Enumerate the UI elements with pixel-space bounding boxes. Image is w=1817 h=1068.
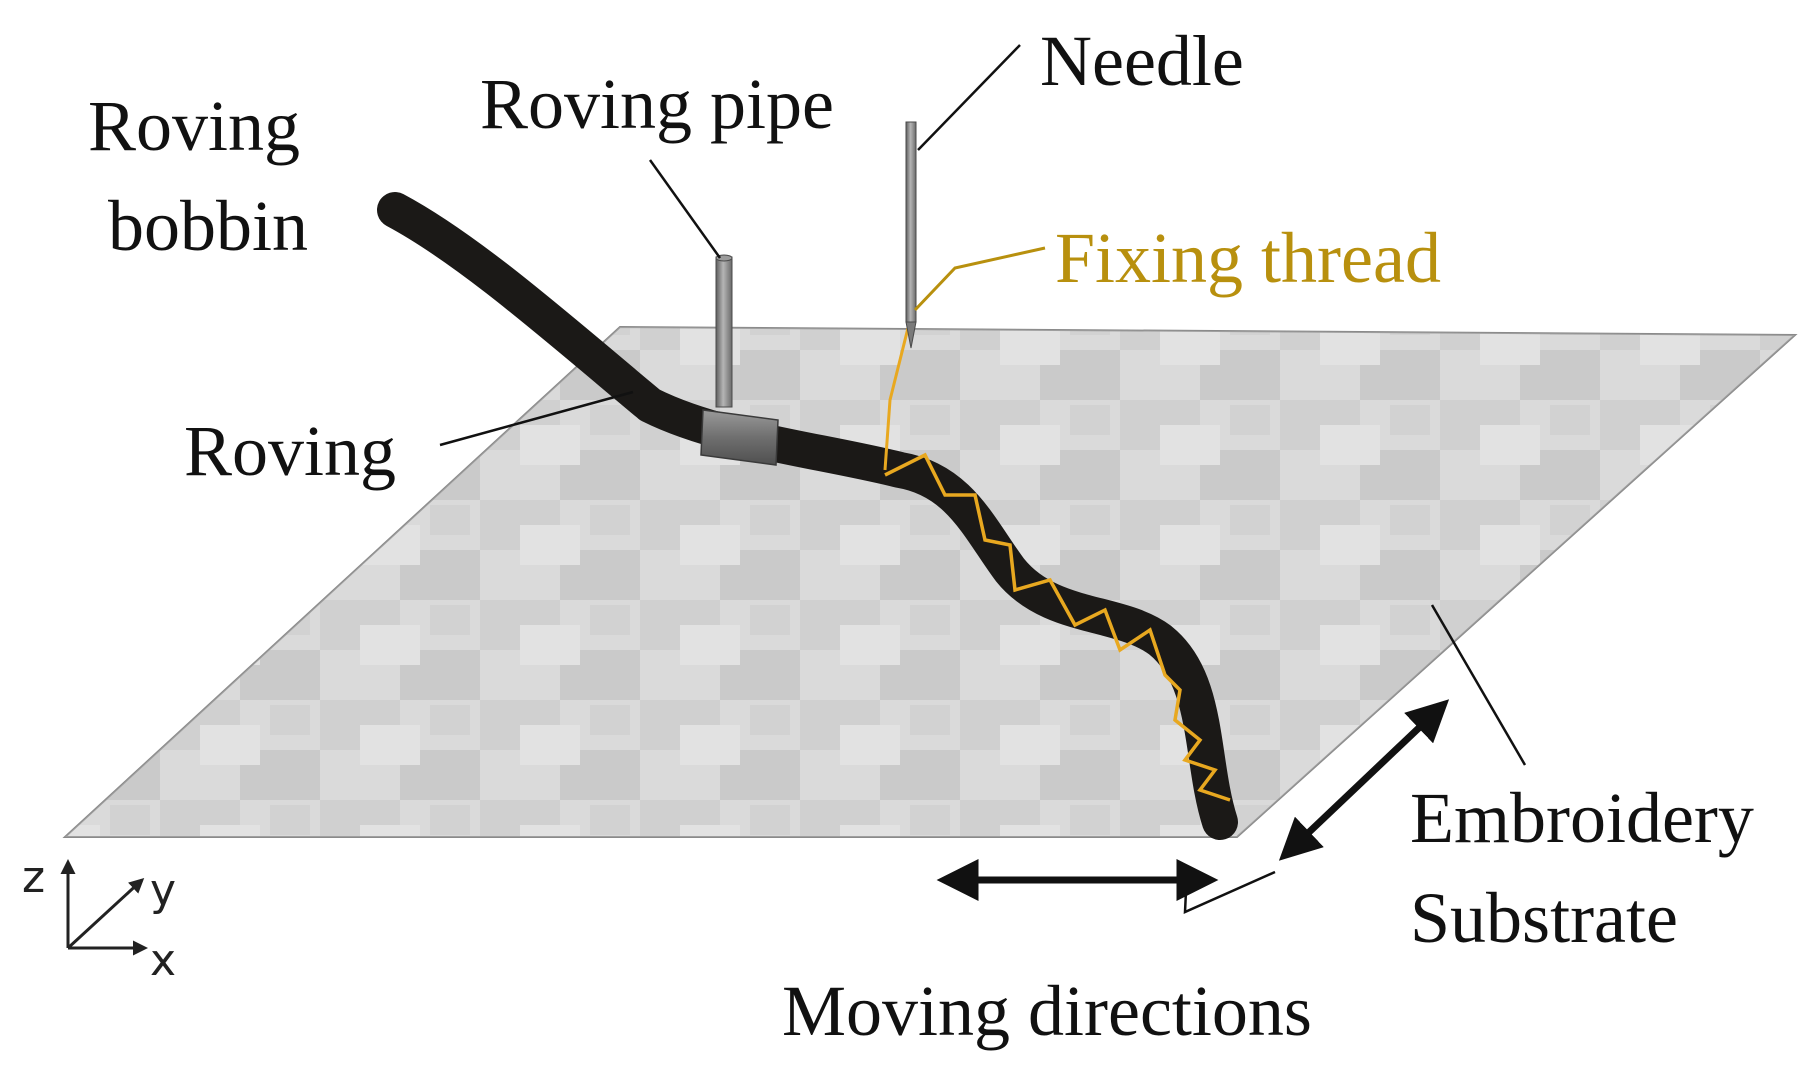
axis-y-label: y	[150, 865, 176, 916]
label-needle: Needle	[1040, 21, 1244, 101]
label-fixing-thread: Fixing thread	[1055, 218, 1441, 298]
axis-y-arrow	[66, 877, 145, 950]
label-embroidery-line1: Embroidery	[1410, 778, 1754, 858]
leader-embroidery-substrate	[1430, 604, 1527, 766]
leader-roving	[439, 390, 634, 447]
leader-moving-directions	[1183, 869, 1276, 914]
fixing-thread-strand	[883, 319, 912, 471]
label-roving-bobbin-line2: bobbin	[108, 186, 308, 266]
needle-tip	[905, 321, 917, 349]
axis-x-label: x	[150, 935, 176, 986]
label-moving-directions: Moving directions	[782, 971, 1312, 1051]
roving-pipe	[715, 256, 733, 408]
needle	[905, 121, 917, 323]
axis-triad: z y x	[22, 852, 176, 986]
leader-needle	[917, 44, 1021, 151]
fixing-thread-zigzag	[884, 452, 1231, 802]
moving-arrow-y	[1278, 699, 1450, 861]
label-roving: Roving	[184, 411, 396, 491]
substrate-sheen	[65, 327, 1795, 837]
roving-pipe-sleeve	[700, 409, 779, 466]
axis-z-label: z	[22, 852, 45, 903]
leader-roving-pipe	[648, 159, 722, 259]
label-roving-bobbin-line1: Roving	[88, 86, 300, 166]
leader-fixing-thread	[913, 246, 1046, 312]
label-embroidery-line2: Substrate	[1410, 878, 1678, 958]
label-roving-pipe: Roving pipe	[480, 64, 834, 144]
